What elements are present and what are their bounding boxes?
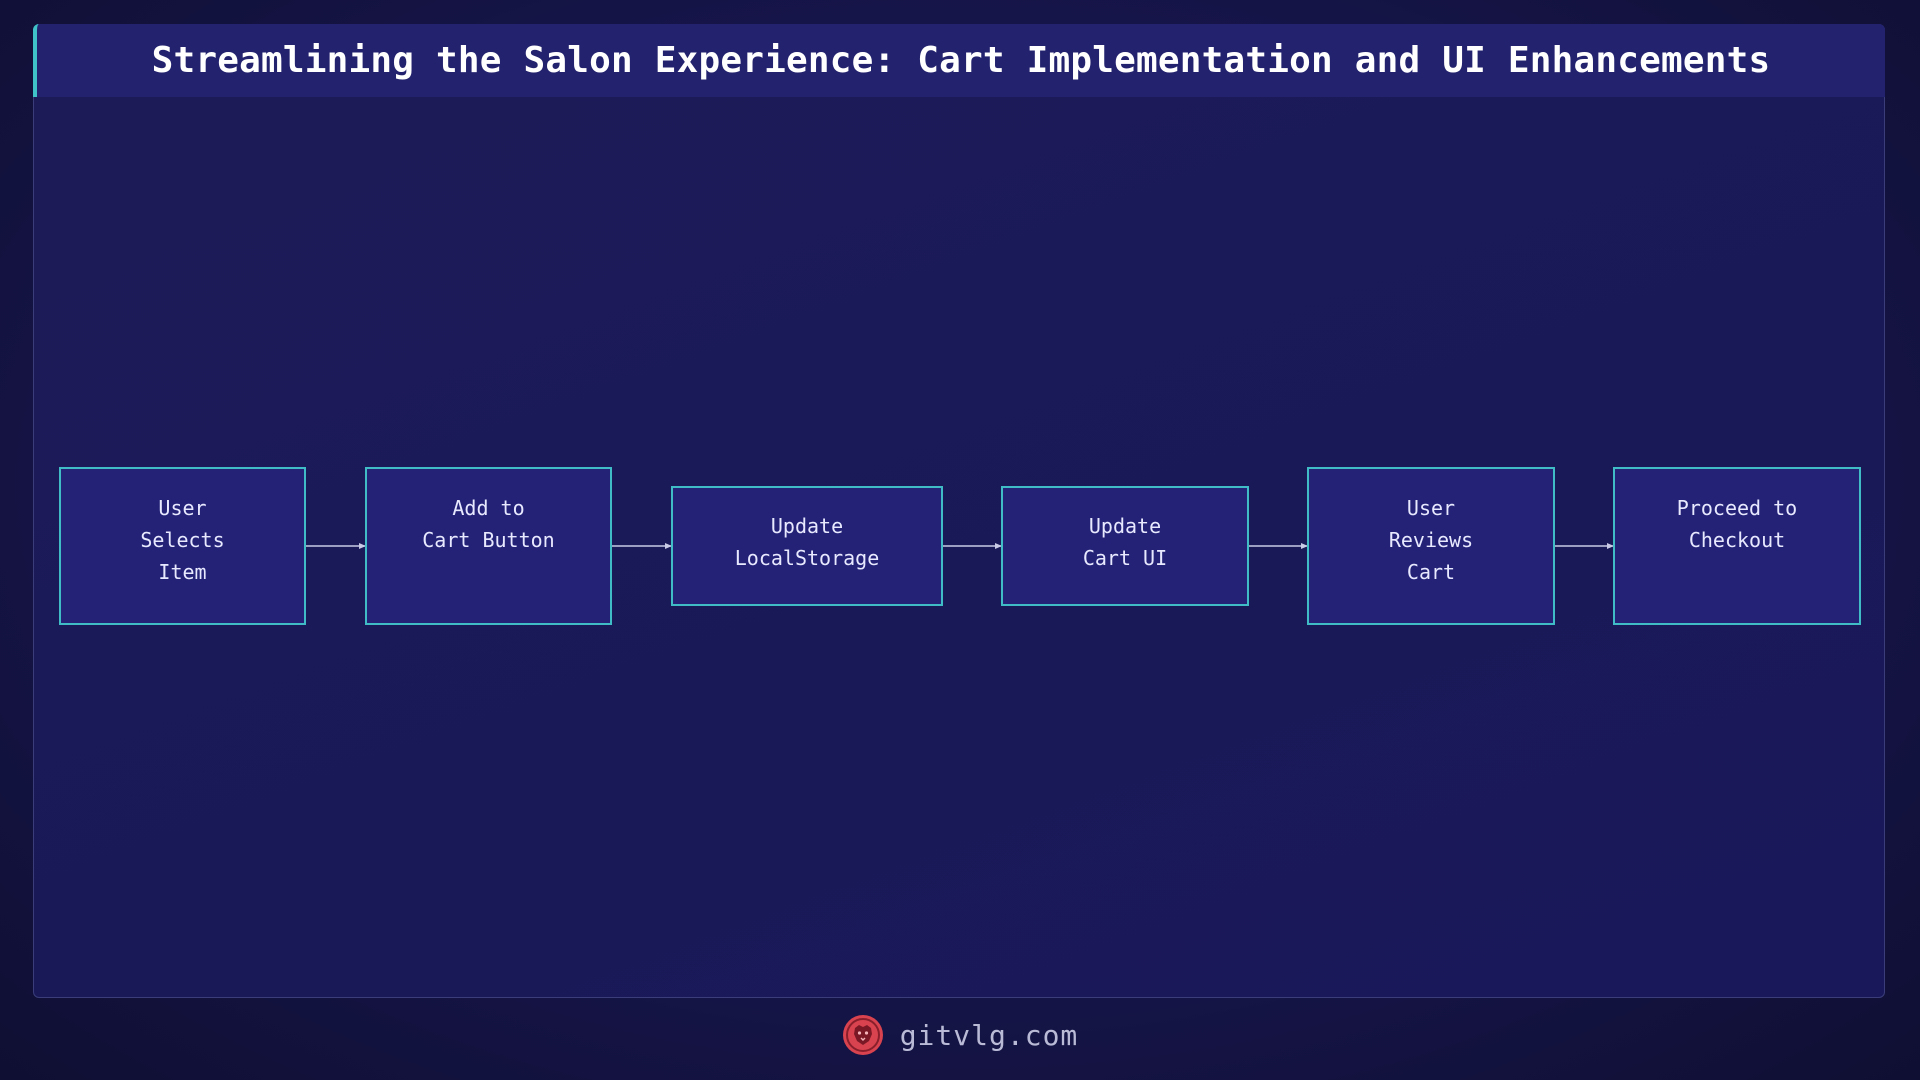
page-title: Streamlining the Salon Experience: Cart … <box>151 40 1771 81</box>
node-user-selects-item: User Selects Item <box>59 467 306 625</box>
node-user-reviews-cart: User Reviews Cart <box>1307 467 1555 625</box>
lion-head-icon <box>842 1015 883 1055</box>
footer: gitvlg.com <box>0 1010 1920 1060</box>
node-proceed-to-checkout: Proceed to Checkout <box>1613 467 1861 625</box>
node-add-to-cart-button: Add to Cart Button <box>365 467 612 625</box>
node-label: User Selects Item <box>140 496 225 584</box>
node-update-localstorage: Update LocalStorage <box>671 486 943 606</box>
title-bar: Streamlining the Salon Experience: Cart … <box>33 24 1885 97</box>
node-label: Proceed to Checkout <box>1676 496 1798 552</box>
node-label: Add to Cart Button <box>422 496 555 552</box>
node-label: User Reviews Cart <box>1388 496 1474 584</box>
diagram-frame <box>33 24 1885 998</box>
footer-site-link[interactable]: gitvlg.com <box>899 1018 1079 1052</box>
node-update-cart-ui: Update Cart UI <box>1001 486 1249 606</box>
node-label: Update LocalStorage <box>734 514 880 570</box>
node-label: Update Cart UI <box>1082 514 1168 570</box>
